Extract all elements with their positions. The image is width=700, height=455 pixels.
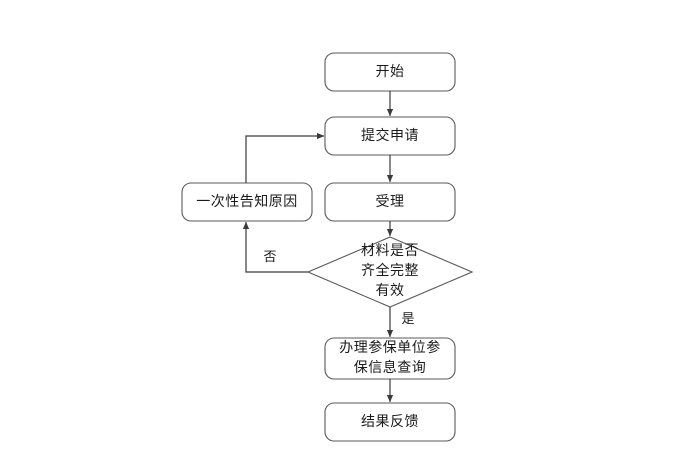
node-accept-shape[interactable] — [324, 182, 456, 222]
node-notify-reason-shape[interactable] — [181, 182, 313, 222]
node-submit-shape[interactable] — [324, 116, 456, 156]
node-query-shape[interactable] — [324, 337, 456, 380]
node-result-shape[interactable] — [324, 402, 456, 442]
node-start-shape[interactable] — [324, 52, 456, 92]
edge-notify-to-submit — [245, 132, 325, 183]
node-decision-shape[interactable] — [306, 236, 474, 308]
edge-decision-to-notify — [242, 221, 308, 273]
